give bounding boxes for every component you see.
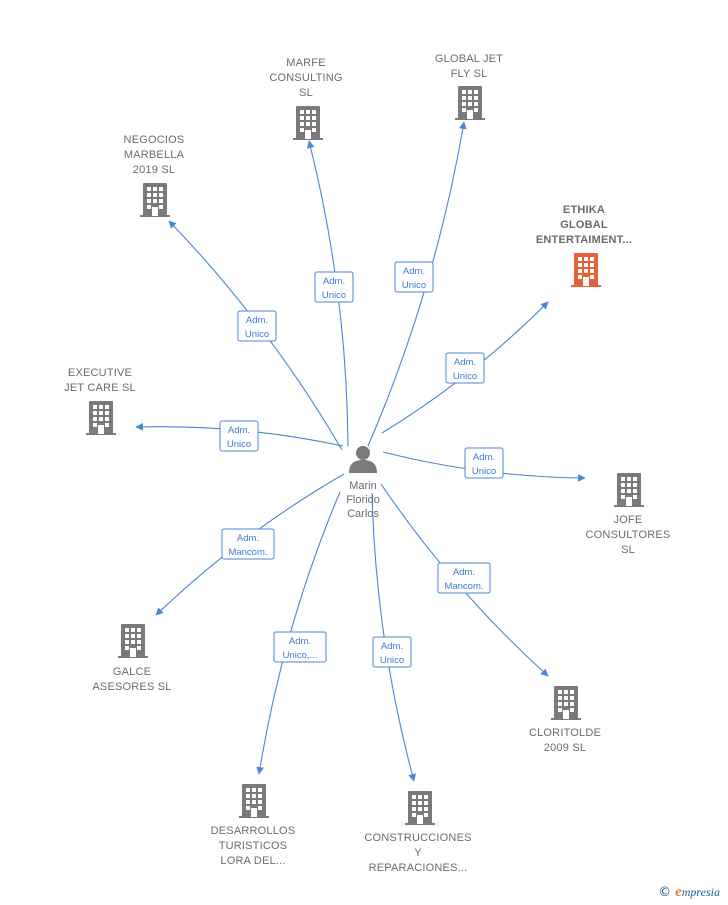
role-text: Adm. [473, 452, 495, 463]
building-icon [571, 253, 601, 287]
role-badge-ethika[interactable]: Adm. Unico [445, 352, 485, 384]
role-badge-executive[interactable]: Adm. Unico [219, 420, 259, 452]
company-name-line: LORA DEL... [220, 855, 285, 867]
person-name-line-3: Carlos [347, 508, 379, 520]
company-name-line: REPARACIONES... [369, 862, 468, 874]
role-badge-box [314, 271, 354, 303]
building-icon [551, 686, 581, 720]
company-node-construcciones[interactable]: CONSTRUCCIONES Y REPARACIONES... [364, 791, 471, 874]
role-text: Mancom. [228, 547, 267, 558]
company-name-line: JOFE [614, 514, 643, 526]
person-name-line-1: Marin [349, 480, 377, 492]
role-badge-box [221, 528, 275, 560]
role-badge-box [437, 562, 491, 594]
company-name-line: ASESORES SL [92, 681, 171, 693]
company-node-cloritolde[interactable]: CLORITOLDE 2009 SL [529, 686, 601, 754]
company-name-line: 2009 SL [544, 742, 586, 754]
company-node-jofe[interactable]: JOFE CONSULTORES SL [586, 473, 671, 556]
role-text: Mancom. [444, 581, 483, 592]
company-name-line: CLORITOLDE [529, 727, 601, 739]
role-text: Adm. [289, 636, 311, 647]
role-text: Unico [322, 290, 346, 301]
role-text: Adm. [228, 425, 250, 436]
company-name-line: CONSULTING [269, 72, 342, 84]
role-text: Adm. [237, 533, 259, 544]
role-text: Unico [402, 280, 426, 291]
role-badge-box [372, 636, 412, 668]
role-text: Unico [380, 655, 404, 666]
building-icon [118, 624, 148, 658]
role-badge-box [464, 447, 504, 479]
role-text: Unico [245, 329, 269, 340]
company-name-line: GLOBAL [560, 219, 608, 231]
building-icon [455, 86, 485, 120]
role-badge-negocios[interactable]: Adm. Unico [237, 310, 277, 342]
company-name-line: GALCE [113, 666, 151, 678]
building-icon [405, 791, 435, 825]
role-text: Adm. [323, 276, 345, 287]
company-node-marfe[interactable]: MARFE CONSULTING SL [269, 57, 342, 140]
building-icon [239, 784, 269, 818]
company-node-ethika[interactable]: ETHIKA GLOBAL ENTERTAIMENT... [536, 204, 632, 287]
role-badge-box [394, 261, 434, 293]
person-name-line-2: Florido [346, 494, 380, 506]
company-name-line: SL [621, 544, 635, 556]
role-text: Unico,... [283, 650, 318, 661]
company-name-line: CONSTRUCCIONES [364, 832, 471, 844]
person-icon [349, 446, 377, 473]
company-name-line: Y [414, 847, 422, 859]
company-name-line: EXECUTIVE [68, 367, 132, 379]
role-text: Unico [472, 466, 496, 477]
company-name-line: DESARROLLOS [211, 825, 296, 837]
building-icon [293, 106, 323, 140]
company-name-line: GLOBAL JET [435, 53, 503, 65]
role-badge-box [273, 631, 327, 663]
building-icon [86, 401, 116, 435]
role-badge-box [219, 420, 259, 452]
company-name-line: 2019 SL [133, 164, 175, 176]
building-icon [140, 183, 170, 217]
company-name-line: NEGOCIOS [124, 134, 185, 146]
role-badge-box [445, 352, 485, 384]
company-node-desarrollos[interactable]: DESARROLLOS TURISTICOS LORA DEL... [211, 784, 296, 867]
company-name-line: MARFE [286, 57, 326, 69]
building-icon [614, 473, 644, 507]
role-badge-marfe[interactable]: Adm. Unico [314, 271, 354, 303]
role-text: Adm. [246, 315, 268, 326]
brand-initial: e [675, 884, 682, 900]
company-name-line: TURISTICOS [219, 840, 288, 852]
role-text: Adm. [453, 567, 475, 578]
company-node-negocios[interactable]: NEGOCIOS MARBELLA 2019 SL [124, 134, 185, 217]
role-text: Adm. [454, 357, 476, 368]
company-name-line: CONSULTORES [586, 529, 671, 541]
copyright-icon: © [658, 885, 672, 900]
brand-footer: © e mpresia [658, 884, 720, 901]
role-text: Unico [453, 371, 477, 382]
role-badge-construcciones[interactable]: Adm. Unico [372, 636, 412, 668]
role-badge-cloritolde[interactable]: Adm. Mancom. [437, 562, 491, 594]
edge-desarrollos [256, 491, 341, 775]
person-node[interactable]: Marin Florido Carlos [346, 446, 380, 520]
role-text: Adm. [403, 266, 425, 277]
company-name-line: SL [299, 87, 313, 99]
company-node-globaljet[interactable]: GLOBAL JET FLY SL [435, 53, 503, 120]
brand-name: mpresia [681, 885, 720, 899]
role-badge-galce[interactable]: Adm. Mancom. [221, 528, 275, 560]
company-name-line: JET CARE SL [64, 382, 136, 394]
role-badge-box [237, 310, 277, 342]
company-name-line: ETHIKA [563, 204, 605, 216]
company-name-line: MARBELLA [124, 149, 185, 161]
role-badge-jofe[interactable]: Adm. Unico [464, 447, 504, 479]
company-name-line: FLY SL [451, 68, 488, 80]
company-name-line: ENTERTAIMENT... [536, 234, 632, 246]
company-node-executive[interactable]: EXECUTIVE JET CARE SL [64, 367, 136, 435]
role-text: Unico [227, 439, 251, 450]
role-text: Adm. [381, 641, 403, 652]
role-badge-globaljet[interactable]: Adm. Unico [394, 261, 434, 293]
role-badge-desarrollos[interactable]: Adm. Unico,... [273, 631, 327, 663]
company-node-galce[interactable]: GALCE ASESORES SL [92, 624, 171, 693]
